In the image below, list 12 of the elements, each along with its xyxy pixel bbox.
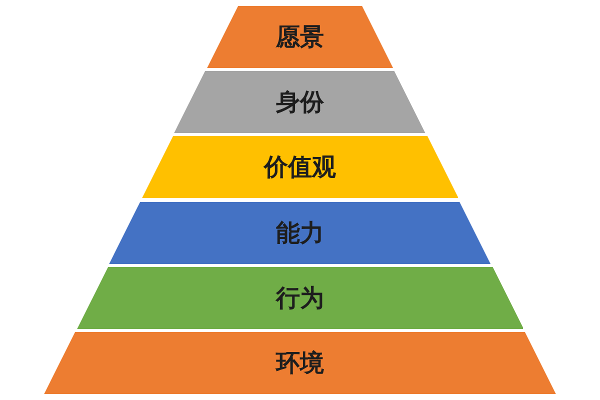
tier-label: 身份 xyxy=(276,89,324,116)
pyramid-tier xyxy=(174,71,426,134)
tier-label: 环境 xyxy=(276,350,324,376)
tier-label: 能力 xyxy=(276,219,324,246)
pyramid-tier xyxy=(76,266,524,329)
tier-label: 愿景 xyxy=(276,24,324,50)
pyramid-tier xyxy=(44,332,556,394)
pyramid-tier xyxy=(109,202,491,264)
pyramid-tier xyxy=(206,6,394,68)
pyramid-tier xyxy=(142,136,458,198)
tier-label: 价值观 xyxy=(264,154,336,181)
tier-label: 行为 xyxy=(276,284,324,311)
